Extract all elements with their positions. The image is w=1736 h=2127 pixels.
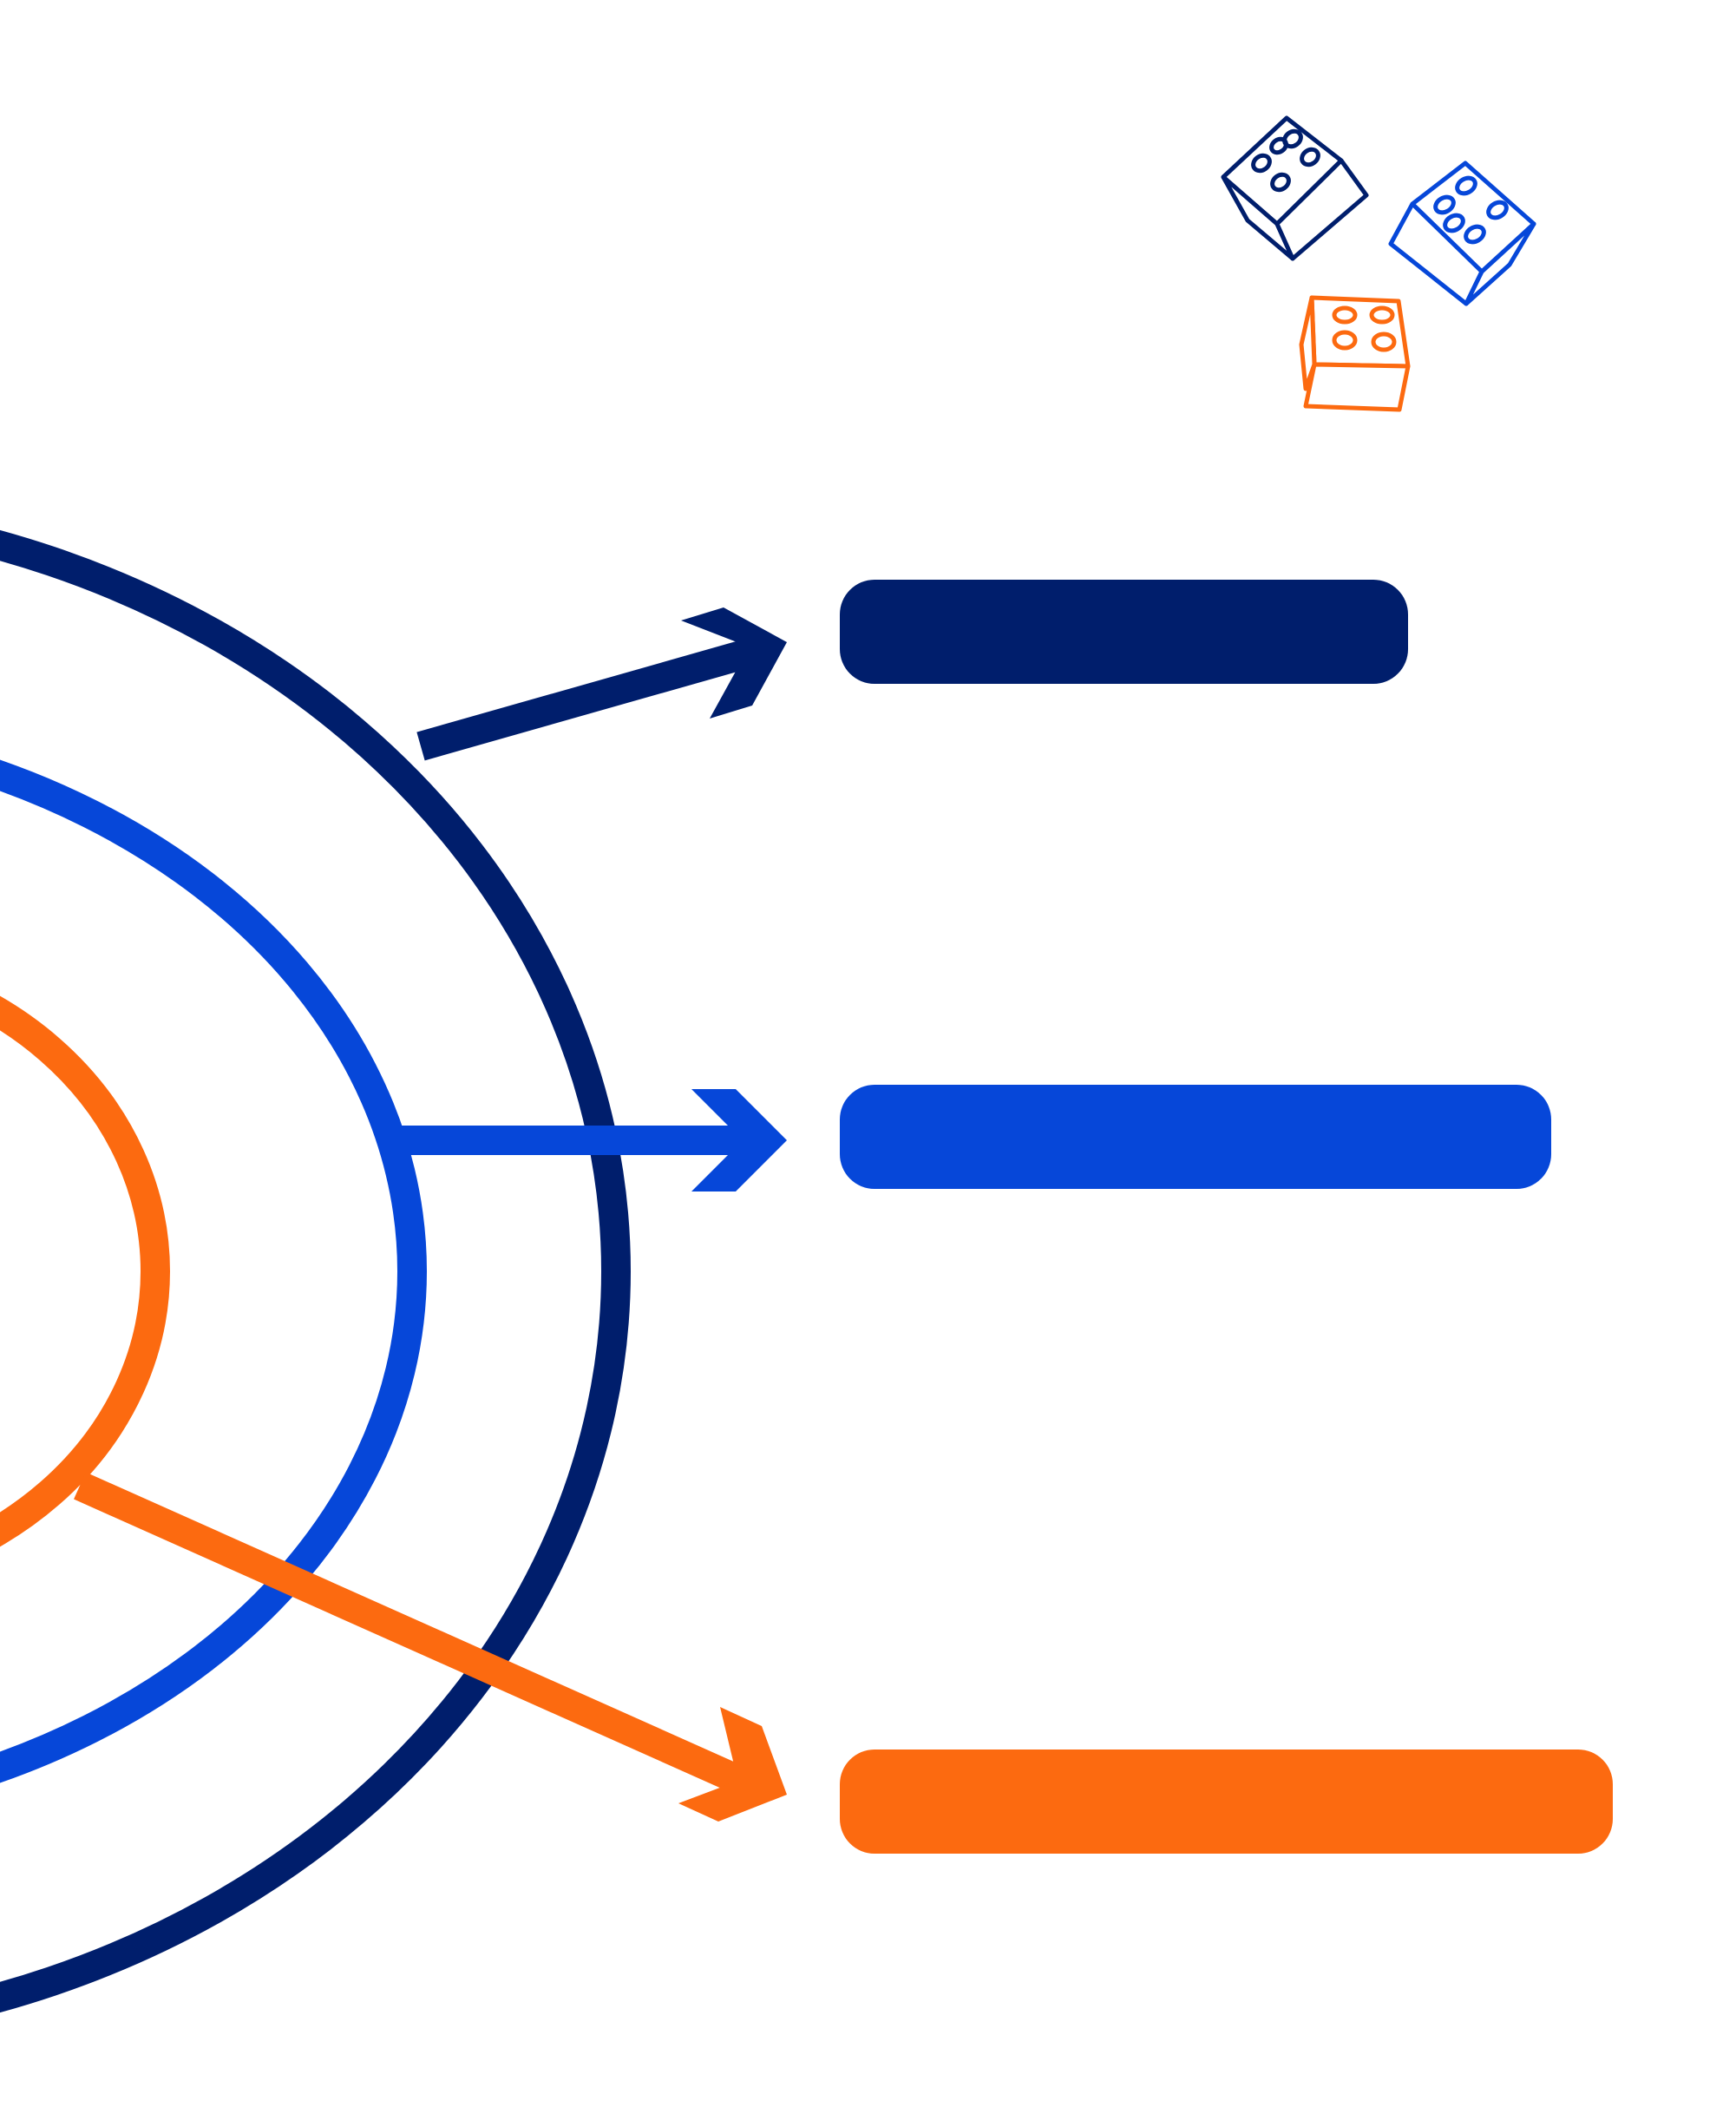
navy-arrowhead xyxy=(681,607,787,719)
blue-arrowhead xyxy=(691,1089,787,1192)
orange-arrowhead xyxy=(678,1707,787,1822)
arrows xyxy=(74,607,787,1822)
orange-arrow xyxy=(74,1472,787,1822)
orange-arrow-shaft xyxy=(74,1472,752,1797)
navy-dice-icon xyxy=(1221,115,1369,261)
dice-group xyxy=(1221,115,1536,412)
orange-dice-icon xyxy=(1299,295,1411,412)
inner-ring xyxy=(0,995,170,1547)
middle-ring xyxy=(0,759,427,1783)
blue-bar xyxy=(840,1085,1551,1189)
rings xyxy=(0,530,631,2012)
orange-bar xyxy=(840,1750,1613,1854)
navy-arrow-shaft xyxy=(416,638,755,761)
blue-arrow xyxy=(390,1089,787,1192)
blue-dice-icon xyxy=(1388,161,1536,306)
outer-ring xyxy=(0,530,631,2012)
navy-bar xyxy=(840,580,1408,684)
navy-arrow xyxy=(416,607,787,761)
